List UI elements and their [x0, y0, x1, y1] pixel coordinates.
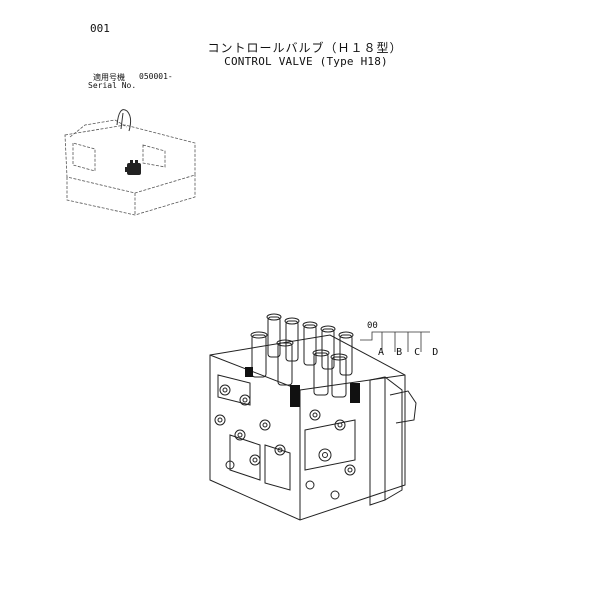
- page-number: 001: [90, 22, 110, 35]
- variant-d: D: [432, 347, 439, 358]
- title-english: CONTROL VALVE (Type H18): [224, 55, 388, 68]
- serial-label-jp: 適用号機: [93, 73, 125, 82]
- excavator-overview-icon: [55, 105, 205, 224]
- reference-code: 00: [367, 321, 378, 331]
- title-japanese: コントロールバルブ（Ｈ１８型）: [207, 41, 403, 55]
- control-valve-assembly-icon: [190, 295, 430, 529]
- variant-c: C: [414, 347, 421, 358]
- variant-letters: A B C D: [378, 347, 444, 358]
- serial-value: 050001-: [139, 72, 173, 81]
- serial-label-en: Serial No.: [88, 81, 137, 90]
- variant-b: B: [396, 347, 403, 358]
- reference-leader-line: [360, 330, 435, 359]
- variant-a: A: [378, 347, 385, 358]
